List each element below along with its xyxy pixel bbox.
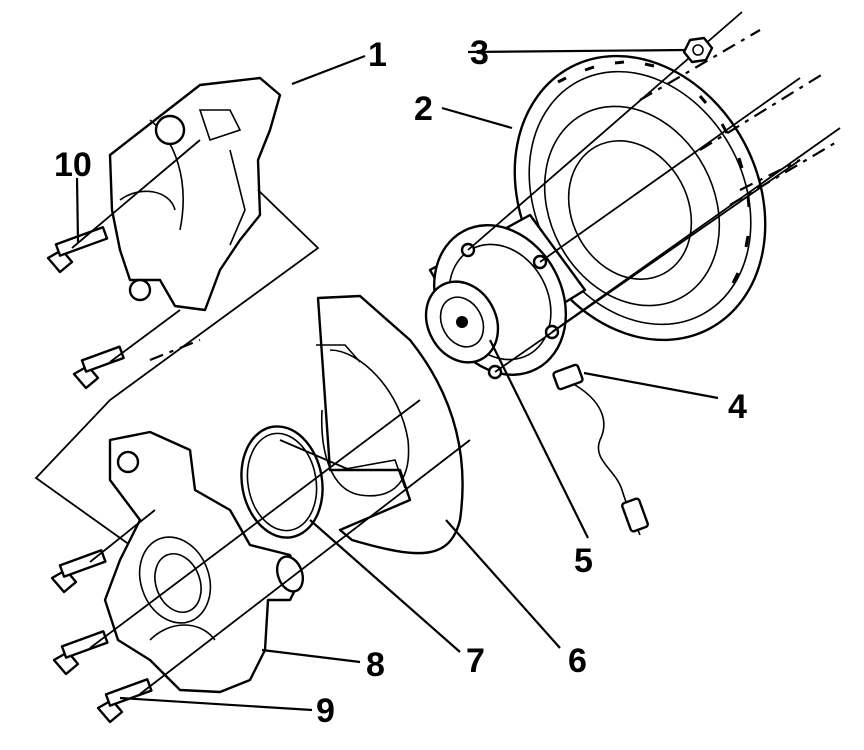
assembly-lines — [34, 189, 351, 571]
callout-9: 9 — [316, 692, 335, 730]
wheel-speed-sensor-harness — [552, 363, 649, 536]
splash-shield — [316, 294, 464, 555]
wheel-stud-lines — [467, 11, 841, 373]
callouts: 1 2 3 4 5 6 7 8 9 10 — [54, 34, 747, 730]
callout-7: 7 — [466, 642, 485, 680]
brake-rotor — [513, 54, 767, 342]
callout-10: 10 — [54, 146, 92, 184]
knuckle-bolts — [50, 399, 471, 724]
knuckle-bolt-9-head — [96, 698, 124, 724]
leader-lines — [75, 48, 719, 712]
callout-4: 4 — [728, 388, 747, 426]
callout-2: 2 — [414, 90, 433, 128]
lower-caliper-bolt — [72, 309, 201, 390]
callout-5: 5 — [574, 542, 593, 580]
callout-3: 3 — [470, 34, 489, 72]
callout-6: 6 — [568, 642, 587, 680]
rotor-retaining-nut — [682, 36, 714, 64]
brake-caliper — [108, 76, 282, 312]
callout-8: 8 — [366, 646, 385, 684]
callout-1: 1 — [368, 36, 387, 74]
caliper-bolt — [46, 139, 201, 274]
